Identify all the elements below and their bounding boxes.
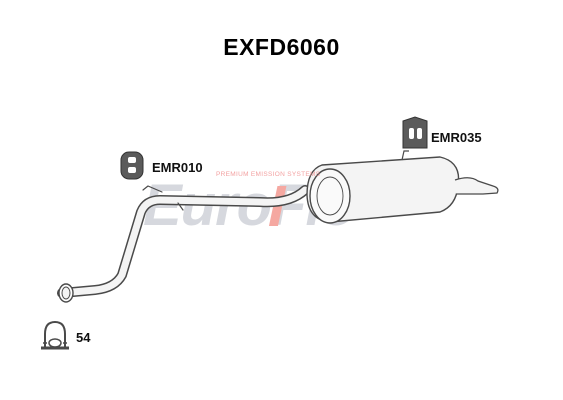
rear-silencer-box bbox=[306, 150, 499, 224]
pipe-inlet-end bbox=[58, 283, 74, 303]
label-clamp-54: 54 bbox=[76, 330, 91, 345]
u-bolt-clamp-54-icon bbox=[41, 320, 69, 350]
rubber-hanger-emr035-icon bbox=[402, 116, 428, 149]
rubber-hanger-emr010-icon bbox=[120, 151, 144, 180]
watermark-tagline: PREMIUM EMISSION SYSTEMS bbox=[216, 171, 321, 178]
exhaust-front-pipe bbox=[57, 185, 310, 298]
label-hanger-emr035: EMR035 bbox=[431, 130, 482, 145]
part-number-title: EXFD6060 bbox=[223, 34, 340, 60]
label-hanger-emr010: EMR010 bbox=[152, 160, 203, 175]
